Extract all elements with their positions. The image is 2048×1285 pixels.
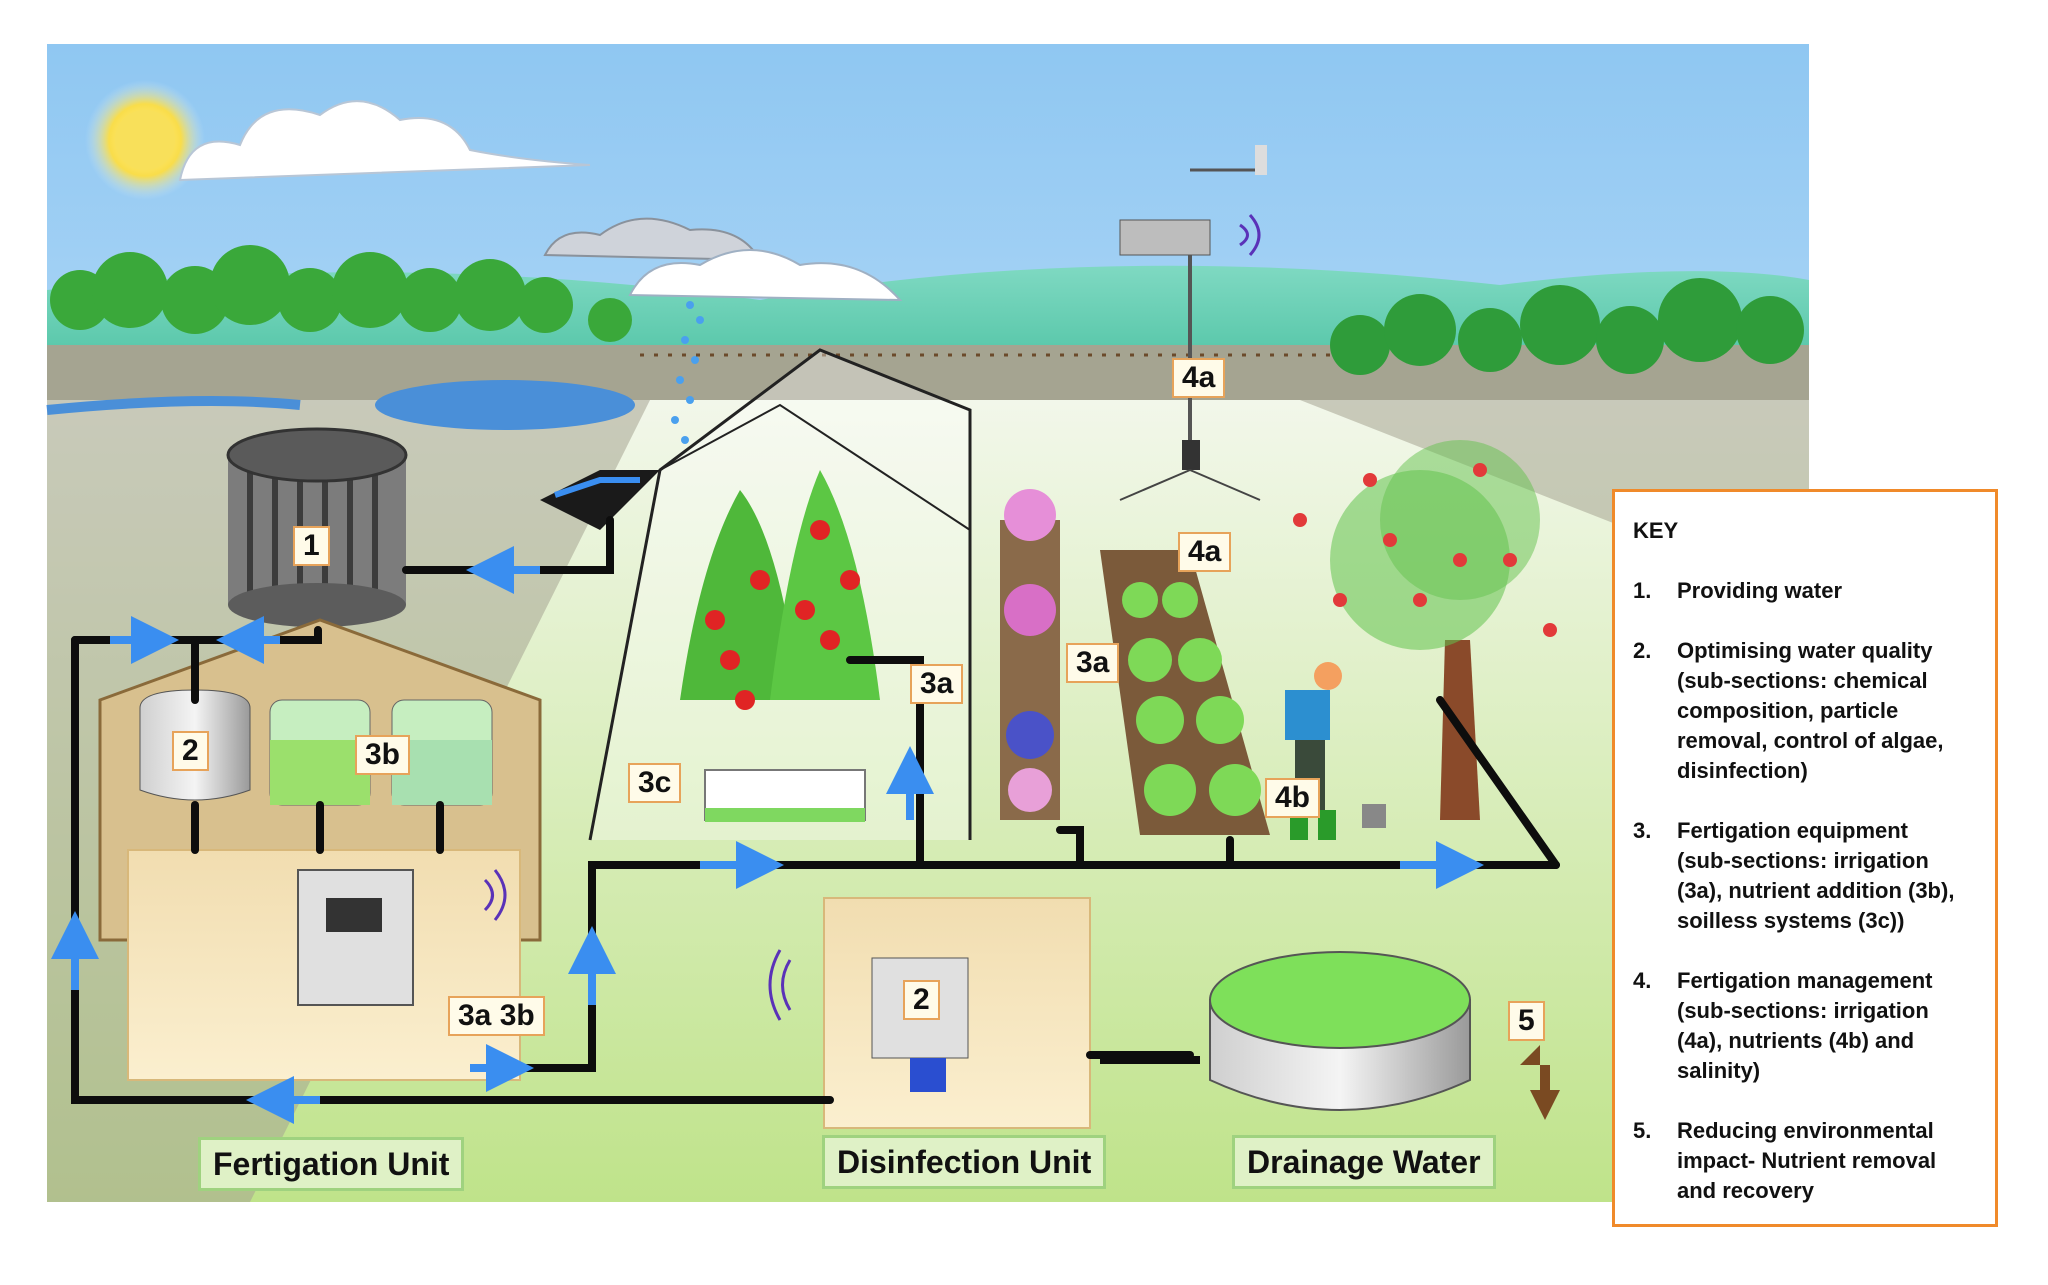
drainage-tank [1209,951,1471,1111]
tree-icon [50,245,632,342]
label-drain-5: 5 [1508,1001,1545,1041]
sun-core [115,110,175,170]
key-item-number: 2. [1633,638,1652,663]
label-farmer-4b: 4b [1265,778,1321,818]
label-field-4a: 4a [1178,532,1232,572]
key-item-number: 3. [1633,818,1652,843]
key-panel: KEY 1. Providing water 2. Optimising wat… [1612,489,1998,1227]
disinfection-equipment [823,897,1091,1129]
key-item-text: Fertigation equipment [1677,818,1908,843]
key-item-subtext: and recovery [1677,1178,1814,1203]
stream [46,396,301,415]
key-item-3: 3. Fertigation equipment (sub-sections: … [1633,816,1977,936]
pond [375,380,635,430]
key-title: KEY [1633,518,1679,543]
label-station-4a: 4a [1172,358,1226,398]
tree-icon [1330,278,1804,375]
apple-tree-icon [1293,440,1557,820]
key-item-number: 5. [1633,1118,1652,1143]
flower-bed [1000,489,1060,820]
outflow-arrow [1520,1045,1560,1120]
label-controller-3a3b: 3a 3b [448,996,545,1036]
key-item-text: Fertigation management [1677,968,1933,993]
key-item-4: 4. Fertigation management (sub-sections:… [1633,966,1977,1086]
key-item-text: Reducing environmental impact- Nutrient … [1677,1118,1937,1173]
label-soilless-3c: 3c [628,763,682,803]
fertigation-unit-title: Fertigation Unit [198,1137,465,1191]
label-treatment-2: 2 [172,731,209,771]
key-item-2: 2. Optimising water quality (sub-section… [1633,636,1977,786]
cloud-icon [628,249,903,302]
key-item-text: Optimising water quality [1677,638,1933,663]
cloud-icon [543,217,762,262]
label-field-3a: 3a [1066,643,1120,683]
label-tank-1: 1 [293,526,330,566]
cloud-icon [178,100,591,182]
key-item-subtext: (sub-sections: chemical composition, par… [1677,668,1944,783]
lettuce-bed [1100,550,1270,835]
key-item-5: 5. Reducing environmental impact- Nutrie… [1633,1116,1977,1206]
wireless-signal-icon [483,213,1261,1021]
label-greenhouse-3a: 3a [910,664,964,704]
key-item-number: 1. [1633,578,1652,603]
disinfection-unit-title: Disinfection Unit [822,1135,1107,1189]
rain-icon [671,301,704,444]
drainage-water-title: Drainage Water [1232,1135,1496,1189]
fertigation-shed [98,618,542,1081]
weather-station-icon [1119,145,1267,501]
key-item-1: 1. Providing water [1633,576,1977,606]
key-item-number: 4. [1633,968,1652,993]
key-item-subtext: (sub-sections: irrigation (4a), nutrient… [1677,998,1929,1083]
flow-arrows [51,546,1484,1124]
tomato-plants [680,470,880,822]
key-item-subtext: (sub-sections: irrigation (3a), nutrient… [1677,848,1955,933]
label-disinfection-2: 2 [903,980,940,1020]
key-item-text: Providing water [1677,578,1843,603]
label-nutrient-3b: 3b [355,735,411,775]
